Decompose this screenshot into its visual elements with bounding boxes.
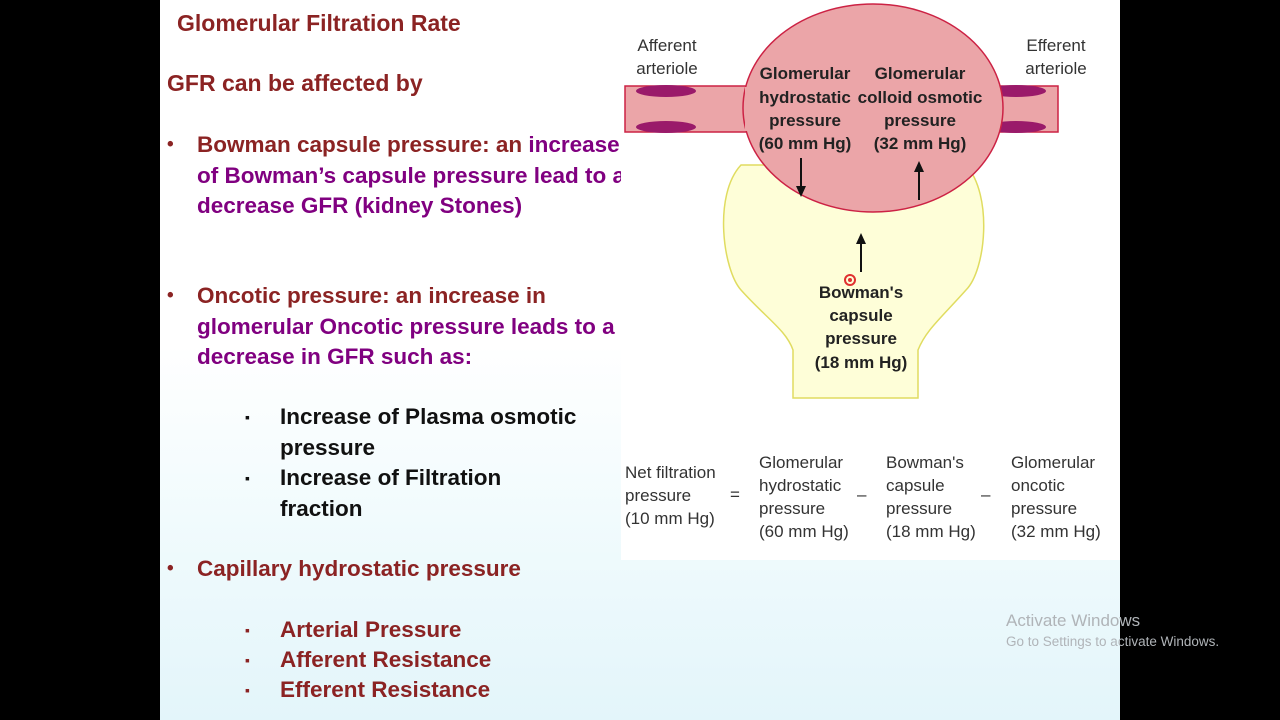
sub-item-label: Increase of Filtration fraction — [280, 465, 502, 521]
seam-cover — [745, 87, 761, 131]
eq-minus-sign: – — [857, 485, 867, 504]
eq-term1-line: pressure — [759, 499, 825, 518]
sub-item-label: Increase of Plasma osmotic pressure — [280, 404, 577, 460]
bullet-tail: to a decrease in GFR such as: — [197, 313, 615, 370]
efferent-label-line: arteriole — [1025, 59, 1086, 78]
bullet-marker: • — [167, 134, 174, 155]
sub-item-label: Afferent Resistance — [280, 647, 492, 672]
bullet-oncotic-pressure: • Oncotic pressure: an increase in glome… — [167, 281, 627, 373]
intro-text: GFR can be affected by — [167, 70, 423, 96]
glom-colloid-label-line: colloid osmotic — [858, 88, 983, 107]
bullet-lead: Bowman capsule pressure: an — [197, 132, 523, 157]
eq-term2-line: (18 mm Hg) — [886, 522, 976, 541]
bowman-label-line: Bowman's — [819, 283, 903, 302]
vessel-wall-cell — [636, 85, 696, 97]
sub-item-filtration-fraction: ▪ Increase of Filtration fraction — [245, 463, 625, 524]
eq-term3-line: oncotic — [1011, 476, 1065, 495]
eq-term2-line: capsule — [886, 476, 945, 495]
glom-colloid-label-line: (32 mm Hg) — [874, 134, 967, 153]
square-marker: ▪ — [245, 682, 250, 698]
bullet-marker: • — [167, 285, 174, 306]
colloid-arrow-head — [914, 161, 924, 172]
glom-hydro-label-line: pressure — [769, 111, 841, 130]
hydrostatic-arrow-head — [796, 186, 806, 197]
eq-equals-sign: = — [730, 485, 740, 504]
square-marker: ▪ — [245, 622, 250, 638]
slide: Glomerular Filtration Rate GFR can be af… — [160, 0, 1120, 720]
eq-term1-line: (60 mm Hg) — [759, 522, 849, 541]
eq-term3-line: pressure — [1011, 499, 1077, 518]
glom-colloid-label-line: Glomerular — [875, 64, 966, 83]
eq-result-line: Net filtration — [625, 463, 716, 482]
bowman-label-line: pressure — [825, 329, 897, 348]
eq-minus-sign: – — [981, 485, 991, 504]
square-marker: ▪ — [245, 470, 250, 486]
activation-watermark-title: Activate Windows — [1006, 611, 1141, 630]
bullet-text: Capillary hydrostatic pressure — [197, 556, 521, 581]
afferent-label-line: Afferent — [637, 36, 697, 55]
glom-colloid-label-line: pressure — [884, 111, 956, 130]
seam-cover — [983, 87, 999, 131]
sub-item-label: Efferent Resistance — [280, 677, 491, 702]
glomerulus — [742, 3, 1004, 213]
efferent-label-line: Efferent — [1026, 36, 1086, 55]
eq-term3-line: (32 mm Hg) — [1011, 522, 1101, 541]
eq-term3-line: Glomerular — [1011, 453, 1095, 472]
bowman-capsule — [722, 164, 985, 399]
cursor-marker — [844, 274, 856, 286]
square-marker: ▪ — [245, 409, 250, 425]
slide-title: Glomerular Filtration Rate — [177, 10, 461, 36]
eq-term2-line: Bowman's — [886, 453, 964, 472]
bullet-marker: • — [167, 558, 174, 579]
glom-hydro-label-line: hydrostatic — [759, 88, 851, 107]
sub-item-efferent-resistance: ▪ Efferent Resistance — [245, 675, 625, 706]
sub-item-arterial-pressure: ▪ Arterial Pressure — [245, 615, 625, 646]
bullet-capillary-pressure: • Capillary hydrostatic pressure — [167, 554, 627, 585]
bullet-bowman-pressure: • Bowman capsule pressure: an increase o… — [167, 130, 627, 222]
bowman-label-line: capsule — [829, 306, 892, 325]
sub-item-label: Arterial Pressure — [280, 617, 462, 642]
bullet-body: glomerular Oncotic pressure leads — [197, 313, 569, 339]
eq-term2-line: pressure — [886, 499, 952, 518]
bowman-label-line: (18 mm Hg) — [815, 353, 908, 372]
eq-result-line: pressure — [625, 486, 691, 505]
activation-watermark-subtitle: Go to Settings to activate Windows. — [1006, 634, 1220, 649]
cursor-marker-center — [848, 278, 852, 282]
bullet-lead: Oncotic pressure: an increase in — [197, 283, 546, 308]
glom-hydro-label-line: Glomerular — [760, 64, 851, 83]
eq-result-line: (10 mm Hg) — [625, 509, 715, 528]
bowman-arrow-head — [856, 233, 866, 244]
sub-item-afferent-resistance: ▪ Afferent Resistance — [245, 645, 625, 676]
afferent-label-line: arteriole — [636, 59, 697, 78]
bullet-body: increase of Bowman’s capsule pressure le… — [197, 132, 626, 218]
vessel-wall-cell — [636, 121, 696, 133]
glom-hydro-label-line: (60 mm Hg) — [759, 134, 852, 153]
sub-item-plasma-osmotic: ▪ Increase of Plasma osmotic pressure — [245, 402, 625, 463]
square-marker: ▪ — [245, 652, 250, 668]
glomerulus-diagram: Afferent arteriole Efferent arteriole Gl… — [621, 0, 1120, 560]
eq-term1-line: Glomerular — [759, 453, 843, 472]
eq-term1-line: hydrostatic — [759, 476, 842, 495]
